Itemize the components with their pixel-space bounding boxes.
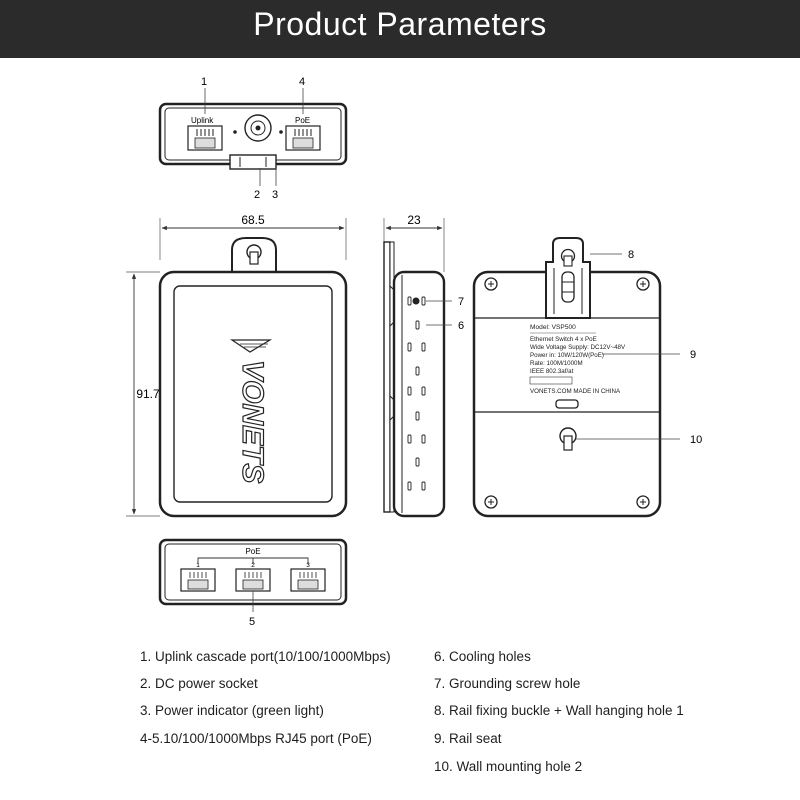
callout-5: 5	[249, 616, 255, 628]
label-line5: IEEE 802.3af/at	[530, 368, 574, 375]
page-title: Product Parameters	[253, 6, 547, 42]
rail-fixing-buckle	[545, 237, 591, 319]
uplink-port	[187, 125, 223, 151]
legend-item-10: 10. Wall mounting hole 2	[434, 759, 583, 774]
side-view: 23 7 6	[383, 213, 464, 518]
label-line6: VONETS.COM MADE IN CHINA	[530, 388, 621, 395]
depth-dimension: 23	[407, 213, 421, 227]
wall-mounting-hole	[559, 427, 577, 451]
top-view: Uplink PoE 1 4 2 3	[158, 76, 348, 201]
front-view: 68.5 91.7 VONETS	[126, 213, 348, 518]
header-bar: Product Parameters	[0, 0, 800, 58]
callout-7: 7	[458, 296, 464, 308]
legend-item-3: 3. Power indicator (green light)	[140, 703, 324, 718]
label-line4: Rate: 100M/1000M	[530, 360, 583, 367]
height-dimension: 91.7	[136, 387, 160, 401]
port-number-3: 3	[306, 562, 310, 569]
legend-item-6: 6. Cooling holes	[434, 649, 531, 664]
port-number-2: 2	[251, 562, 255, 569]
legend-item-7: 7. Grounding screw hole	[434, 676, 581, 691]
uplink-label: Uplink	[191, 116, 214, 125]
logo-text: VONETS	[236, 360, 269, 483]
back-view: Model: VSP500 Ethernet Switch 4 x PoE Wi…	[472, 237, 702, 518]
top-poe-label: PoE	[295, 116, 310, 125]
label-line3: Power in: 10W/120W(PoE)	[530, 352, 604, 359]
bottom-poe-label: PoE	[245, 547, 260, 556]
callout-1: 1	[201, 76, 207, 88]
rail-seat	[555, 399, 579, 409]
callout-2: 2	[254, 189, 260, 201]
width-dimension: 68.5	[241, 213, 265, 227]
label-line2: Wide Voltage Supply: DC12V~48V	[530, 344, 626, 351]
label-plate: Model: VSP500 Ethernet Switch 4 x PoE Wi…	[529, 324, 626, 395]
top-poe-port	[285, 125, 321, 151]
callout-6: 6	[458, 320, 464, 332]
poe-ports	[180, 568, 326, 592]
callout-3: 3	[272, 189, 278, 201]
legend-item-1: 1. Uplink cascade port(10/100/1000Mbps)	[140, 649, 391, 664]
callout-9: 9	[690, 349, 696, 361]
callout-10: 10	[690, 434, 702, 446]
label-line1: Ethernet Switch 4 x PoE	[530, 336, 597, 343]
bottom-view: PoE 1 2 3 5	[158, 538, 348, 628]
certification-marks	[529, 376, 573, 385]
label-model: Model: VSP500	[530, 324, 576, 331]
legend-item-9: 9. Rail seat	[434, 731, 502, 746]
vonets-logo: VONETS	[230, 339, 273, 484]
port-number-1: 1	[196, 562, 200, 569]
legend-item-2: 2. DC power socket	[140, 676, 258, 691]
callout-8: 8	[628, 249, 634, 261]
callout-4: 4	[299, 76, 305, 88]
cooling-holes	[407, 320, 426, 491]
power-indicator	[233, 130, 237, 134]
legend-item-8: 8. Rail fixing buckle + Wall hanging hol…	[434, 703, 684, 718]
technical-drawing: Uplink PoE 1 4 2 3 68.5 91.7 VONETS	[126, 76, 702, 628]
grounding-screw	[412, 297, 420, 305]
legend-item-4-5: 4-5.10/100/1000Mbps RJ45 port (PoE)	[140, 731, 372, 746]
